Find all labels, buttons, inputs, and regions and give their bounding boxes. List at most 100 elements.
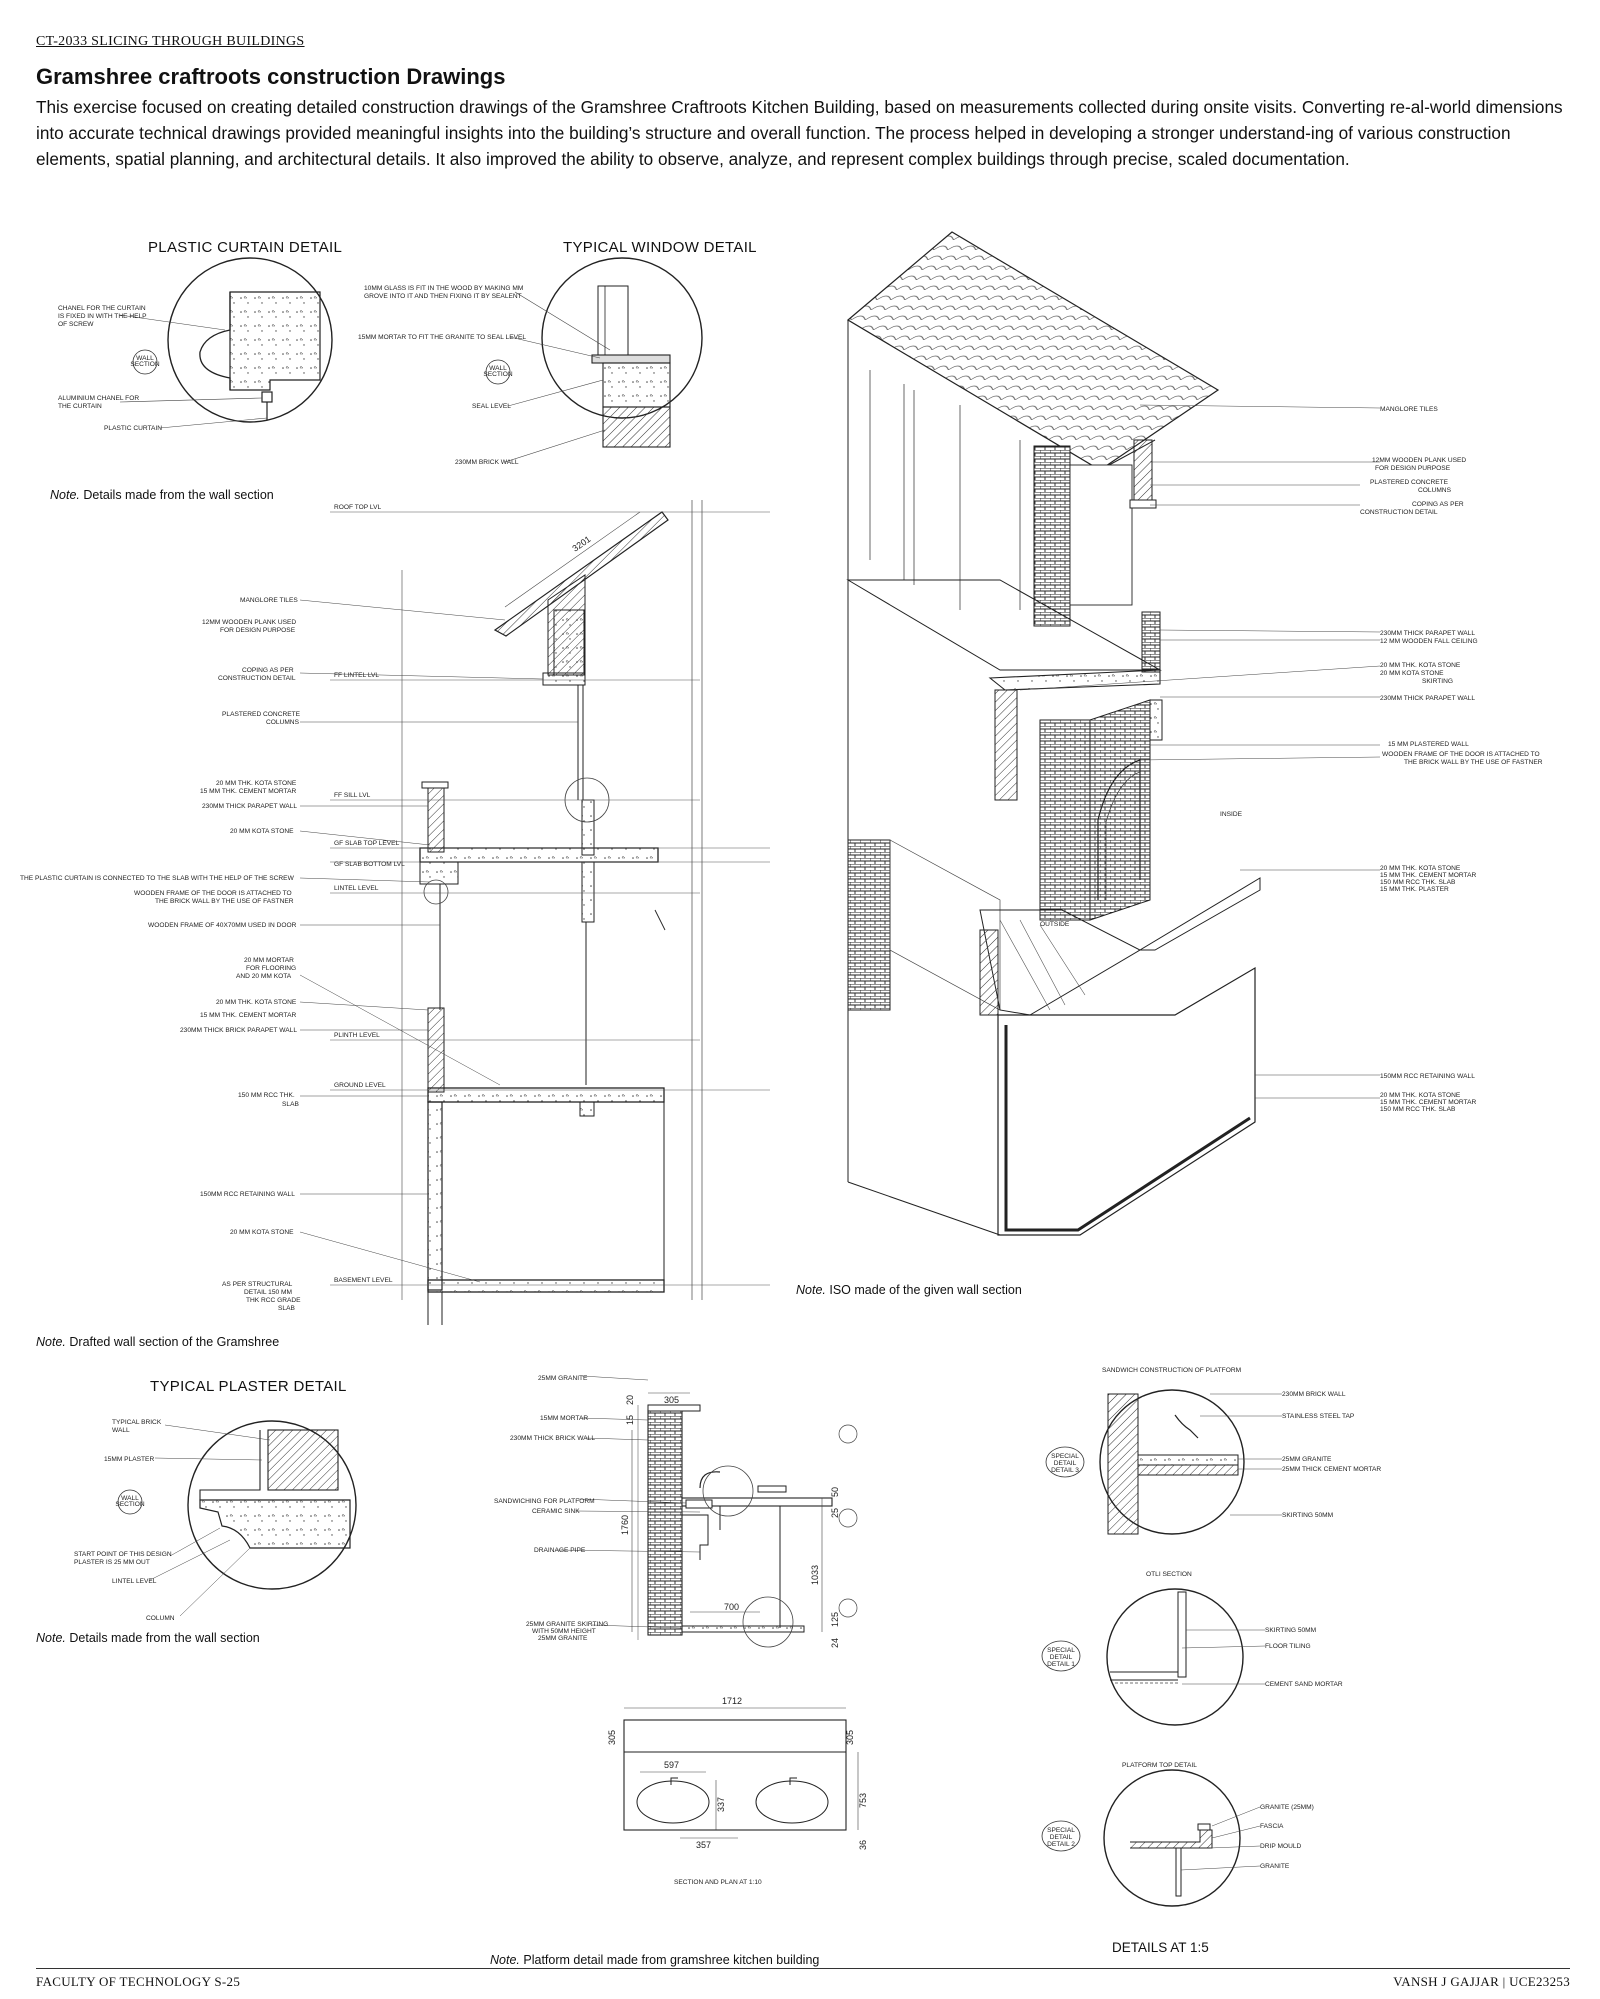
wall-section-tag: [485, 359, 511, 385]
label: 25MM GRANITE: [538, 1375, 588, 1382]
intro-paragraph: This exercise focused on creating detail…: [36, 97, 1563, 169]
label: TYPICAL BRICK: [112, 1419, 162, 1426]
note-text: Drafted wall section of the Gramshree: [69, 1335, 280, 1349]
level-tag: LINTEL LEVEL: [334, 885, 379, 892]
detail-circle: [1099, 1389, 1245, 1535]
typical-window-detail: WALL SECTION 10MM GLASS IS FIT IN THE WO…: [358, 257, 703, 466]
label: THK RCC GRADE: [246, 1297, 301, 1304]
label: FOR FLOORING: [246, 965, 296, 972]
tag-text: DETAIL 1: [1047, 1661, 1075, 1668]
tag-text: SECTION: [130, 361, 160, 368]
dim-label: 700: [724, 1602, 739, 1612]
label: 20 MM MORTAR: [244, 957, 294, 964]
special-title: PLATFORM TOP DETAIL: [1122, 1762, 1197, 1769]
label: COLUMN: [146, 1615, 175, 1622]
label: MANGLORE TILES: [1380, 406, 1438, 413]
tag-text: WALL: [489, 365, 507, 372]
dim-label: 15: [625, 1415, 635, 1425]
label: SKIRTING 50MM: [1282, 1512, 1333, 1519]
label: DETAIL 150 MM: [244, 1289, 292, 1296]
label: 150 MM RCC THK.: [238, 1092, 295, 1099]
special-tag: [1041, 1640, 1081, 1672]
dim-label: 3201: [570, 534, 592, 554]
label: 25MM GRANITE: [1282, 1456, 1332, 1463]
label: 20 MM KOTA STONE: [1380, 670, 1444, 677]
label: 150MM RCC RETAINING WALL: [200, 1191, 295, 1198]
label: STAINLESS STEEL TAP: [1282, 1413, 1355, 1420]
tag-text: DETAIL 2: [1047, 1841, 1075, 1848]
note-platform: Note. Platform detail made from gramshre…: [490, 1953, 819, 1967]
label: LINTEL LEVEL: [112, 1578, 157, 1585]
label: DRAINAGE PIPE: [534, 1547, 586, 1554]
label: CONSTRUCTION DETAIL: [1360, 509, 1438, 516]
label: ALUMINIUM CHANEL FOR: [58, 395, 139, 402]
detail-circle: [1103, 1769, 1241, 1907]
detail-circle: [187, 1420, 357, 1590]
label: CERAMIC SINK: [532, 1508, 580, 1515]
plan-caption: SECTION AND PLAN AT 1:10: [674, 1879, 762, 1886]
label: PLASTERED CONCRETE: [1370, 479, 1449, 486]
heading-typical-window: TYPICAL WINDOW DETAIL: [563, 239, 757, 256]
label: 20 MM THK. KOTA STONE: [216, 999, 297, 1006]
label: 230MM THICK PARAPET WALL: [1380, 630, 1475, 637]
label: FASCIA: [1260, 1823, 1284, 1830]
tag-text: DETAIL: [1050, 1654, 1073, 1661]
level-tag: GF SLAB TOP LEVEL: [334, 840, 400, 847]
detail-circle: [167, 257, 333, 423]
note-text: Platform detail made from gramshree kitc…: [523, 1953, 820, 1967]
typical-plaster-detail: WALL SECTION TYPICAL BRICK WALL 15MM PLA…: [74, 1419, 357, 1622]
wall-section-drawing: 3201: [20, 500, 770, 1325]
dim-label: 24: [830, 1638, 840, 1648]
label: 12MM WOODEN PLANK USED: [202, 619, 296, 626]
dim-label: 50: [830, 1487, 840, 1497]
iso-labels: MANGLORE TILES 12MM WOODEN PLANK USED FO…: [1360, 406, 1543, 1113]
label: 20 MM THK. KOTA STONE: [1380, 865, 1461, 872]
label: 15 MM PLASTERED WALL: [1388, 741, 1469, 748]
label: COLUMNS: [266, 719, 300, 726]
label: START POINT OF THIS DESIGN: [74, 1551, 172, 1558]
heading-plastic-curtain: PLASTIC CURTAIN DETAIL: [148, 239, 343, 256]
label: 230MM THICK BRICK PARAPET WALL: [180, 1027, 297, 1034]
tag-text: SECTION: [115, 1501, 145, 1508]
tag-text: SPECIAL: [1047, 1827, 1075, 1834]
footer-faculty: FACULTY OF TECHNOLOGY S-25: [36, 1974, 241, 1989]
label: PLASTERED CONCRETE: [222, 711, 301, 718]
label: WOODEN FRAME OF THE DOOR IS ATTACHED TO: [1382, 751, 1540, 758]
wall-section-labels: MANGLORE TILES 12MM WOODEN PLANK USED FO…: [20, 597, 578, 1312]
label: AS PER STRUCTURAL: [222, 1281, 293, 1288]
platform-section: 25MM GRANITE 15MM MORTAR 230MM THICK BRI…: [494, 1375, 858, 1648]
label: 230MM THICK PARAPET WALL: [202, 803, 297, 810]
label: PLASTIC CURTAIN: [104, 425, 162, 432]
tag-text: WALL: [121, 1495, 139, 1502]
note-prefix: Note.: [796, 1283, 826, 1297]
special-title: SANDWICH CONSTRUCTION OF PLATFORM: [1102, 1367, 1241, 1374]
label: 230MM BRICK WALL: [1282, 1391, 1346, 1398]
level-tag: BASEMENT LEVEL: [334, 1277, 393, 1284]
note-prefix: Note.: [36, 1631, 66, 1645]
footer-author: VANSH J GAJJAR | UCE23253: [1393, 1974, 1570, 1989]
dim-label: 20: [625, 1395, 635, 1405]
label: DRIP MOULD: [1260, 1843, 1302, 1850]
platform-plan: 1712 305 305 597 337 357 753 36 SECTION …: [607, 1696, 868, 1886]
level-tag: FF LINTEL LVL: [334, 672, 379, 679]
dim-label: 305: [845, 1730, 855, 1745]
label: WALL: [112, 1427, 130, 1434]
label: CONSTRUCTION DETAIL: [218, 675, 296, 682]
label: CHANEL FOR THE CURTAIN: [58, 305, 146, 312]
level-tags: ROOF TOP LVL FF LINTEL LVL FF SILL LVL G…: [334, 504, 405, 1284]
label: WITH 50MM HEIGHT: [532, 1628, 596, 1635]
label: 12MM WOODEN PLANK USED: [1372, 457, 1466, 464]
iso-drawing: INSIDE OUTSIDE MANGLORE TILES 12MM WOODE…: [846, 231, 1543, 1236]
label: OF SCREW: [58, 321, 94, 328]
dim-label: 305: [607, 1730, 617, 1745]
label: 15MM PLASTER: [104, 1456, 154, 1463]
label: GRANITE: [1260, 1863, 1290, 1870]
label: 25MM GRANITE: [538, 1635, 588, 1642]
level-tag: GROUND LEVEL: [334, 1082, 386, 1089]
label: 150 MM RCC THK. SLAB: [1380, 879, 1456, 886]
label: 15 MM THK. CEMENT MORTAR: [200, 788, 296, 795]
label: 15 MM THK. CEMENT MORTAR: [1380, 1099, 1476, 1106]
label: 230MM THICK PARAPET WALL: [1380, 695, 1475, 702]
label: MANGLORE TILES: [240, 597, 298, 604]
label: THE CURTAIN: [58, 403, 102, 410]
